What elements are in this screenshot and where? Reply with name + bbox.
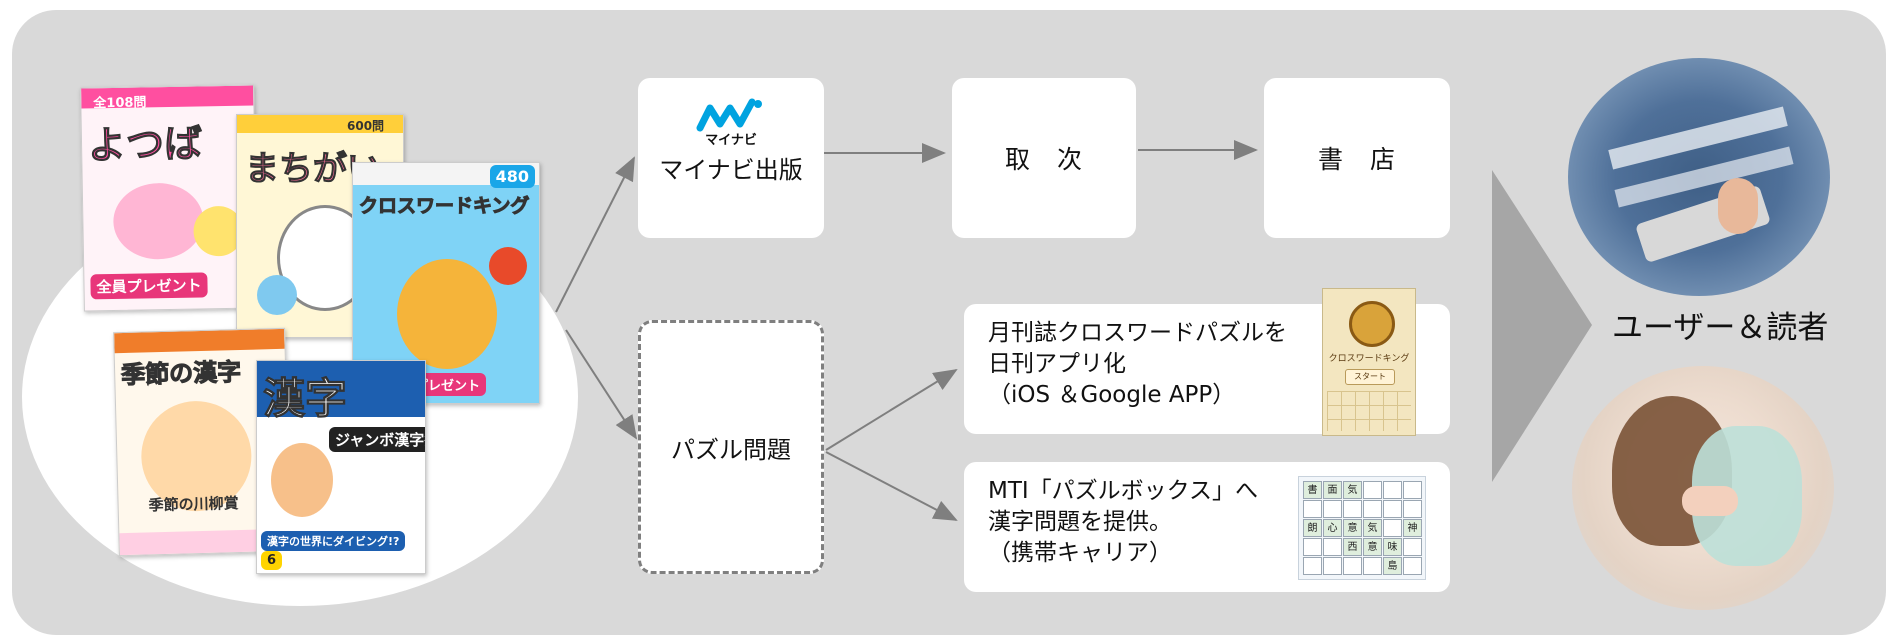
kanji-grid-cell: [1403, 500, 1422, 518]
kanji-grid-cell: [1403, 538, 1422, 556]
mynavi-logo-icon: マイナビ: [696, 98, 762, 146]
magazine-price: 480: [489, 165, 535, 188]
kanji-grid: 書面気朗心意気神西意味島: [1303, 481, 1422, 575]
arrow-to-puzzle: [565, 329, 638, 440]
kanji-grid-cell: 書: [1303, 481, 1322, 499]
kanji-puzzle-thumbnail: 書面気朗心意気神西意味島: [1298, 476, 1426, 580]
mti-offer-box: MTI「パズルボックス」へ 漢字問題を提供。 （携帯キャリア） 書面気朗心意気神…: [964, 462, 1450, 592]
puzzle-box: パズル問題: [638, 320, 824, 574]
kanji-grid-cell: [1383, 519, 1402, 537]
kanji-grid-cell: [1363, 500, 1382, 518]
app-offer-line-3: （iOS ＆Google APP）: [988, 382, 1236, 408]
character-illustration: [397, 259, 497, 369]
distributor-box: 取 次: [952, 78, 1136, 238]
kanji-grid-cell: [1363, 481, 1382, 499]
reader-photo-magazine: [1568, 58, 1830, 296]
arrow-to-publisher: [555, 156, 635, 313]
kanji-grid-cell: 意: [1343, 519, 1362, 537]
arrow-to-mti-offer: [825, 451, 958, 521]
magazine-issue: 6: [261, 551, 283, 570]
kanji-grid-cell: [1343, 557, 1362, 575]
publisher-label: マイナビ出版: [659, 156, 803, 184]
publisher-content: マイナビ マイナビ出版: [638, 78, 824, 238]
magazine-cover-kanji: 漢字 ジャンボ漢字祭 漢字の世界にダイビング!? 6: [256, 360, 426, 574]
kanji-grid-cell: [1323, 538, 1342, 556]
app-grid-decoration: [1327, 391, 1411, 431]
app-offer-box: 月刊誌クロスワードパズルを 日刊アプリ化 （iOS ＆Google APP） ク…: [964, 288, 1450, 436]
kanji-grid-cell: [1363, 557, 1382, 575]
kanji-grid-cell: 朗: [1303, 519, 1322, 537]
crossword-app-thumbnail: クロスワードキング スタート: [1322, 288, 1416, 436]
kanji-grid-cell: 気: [1343, 481, 1362, 499]
kanji-grid-cell: [1403, 481, 1422, 499]
kanji-grid-cell: [1383, 500, 1402, 518]
kanji-grid-cell: 心: [1323, 519, 1342, 537]
app-offer-text: 月刊誌クロスワードパズルを 日刊アプリ化 （iOS ＆Google APP）: [988, 318, 1287, 411]
kanji-grid-cell: 面: [1323, 481, 1342, 499]
kanji-grid-cell: [1343, 500, 1362, 518]
mynavi-logo-text: マイナビ: [705, 132, 757, 146]
distributor-label: 取 次: [1004, 145, 1083, 174]
magazine-title: クロスワードキング: [358, 195, 530, 218]
bookstore-box: 書 店: [1264, 78, 1450, 238]
bookstore-label: 書 店: [1317, 145, 1396, 174]
kanji-grid-cell: 味: [1383, 538, 1402, 556]
kanji-grid-cell: 島: [1383, 557, 1402, 575]
mti-offer-text: MTI「パズルボックス」へ 漢字問題を提供。 （携帯キャリア）: [988, 476, 1258, 569]
magazine-subtitle: ジャンボ漢字祭: [329, 427, 425, 452]
kanji-grid-cell: [1323, 500, 1342, 518]
kanji-grid-cell: [1323, 557, 1342, 575]
chevron-right-icon: [1492, 170, 1592, 482]
app-offer-line-2: 日刊アプリ化: [988, 351, 1126, 377]
arrow-to-app-offer: [825, 368, 958, 451]
magazine-footer: 漢字の世界にダイビング!?: [261, 531, 406, 551]
kanji-grid-cell: 西: [1343, 538, 1362, 556]
kanji-grid-cell: [1383, 481, 1402, 499]
character-illustration: [271, 443, 333, 517]
kanji-grid-cell: [1403, 557, 1422, 575]
kanji-grid-cell: [1303, 500, 1322, 518]
app-start-button: スタート: [1345, 369, 1395, 385]
kanji-grid-cell: 神: [1403, 519, 1422, 537]
app-title: クロスワードキング: [1328, 354, 1410, 364]
magazine-title: 漢字: [262, 374, 348, 424]
character-illustration: [257, 275, 297, 315]
character-illustration: [489, 247, 527, 285]
puzzle-label: パズル問題: [671, 435, 791, 464]
app-emblem: [1349, 301, 1395, 347]
audience-label: ユーザー＆読者: [1612, 310, 1829, 346]
kanji-grid-cell: [1303, 557, 1322, 575]
mti-offer-line-1: MTI「パズルボックス」へ: [988, 478, 1258, 504]
mti-offer-line-2: 漢字問題を提供。: [988, 509, 1172, 535]
app-offer-line-1: 月刊誌クロスワードパズルを: [988, 320, 1287, 346]
reader-photo-smartphone: [1572, 366, 1834, 610]
kanji-grid-cell: 気: [1363, 519, 1382, 537]
kanji-grid-cell: 意: [1363, 538, 1382, 556]
magazine-top-label: 600問: [347, 119, 385, 133]
kanji-grid-cell: [1303, 538, 1322, 556]
mti-offer-line-3: （携帯キャリア）: [988, 540, 1172, 566]
